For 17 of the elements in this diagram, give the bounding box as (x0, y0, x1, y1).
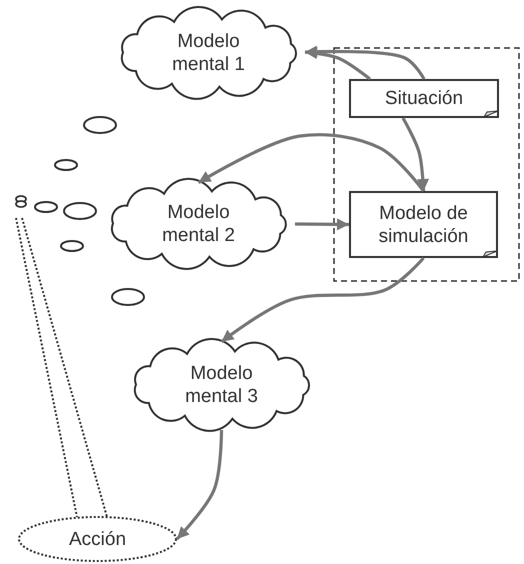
node-label: Modelo mental 3 (184, 362, 259, 408)
node-label: Situación (384, 87, 464, 110)
arrow (402, 117, 429, 192)
dotted-ellipse (18, 516, 177, 562)
arrow (304, 46, 426, 80)
arrow (304, 47, 371, 80)
note-box (349, 191, 498, 258)
arrow (220, 256, 425, 344)
node-label: Acción (68, 528, 126, 550)
node-label: Modelo de simulación (378, 202, 470, 248)
node-label: Modelo mental 2 (161, 201, 236, 247)
node-label: Modelo mental 1 (171, 30, 246, 76)
dashed-frame (333, 47, 520, 282)
arrow (294, 218, 350, 230)
arrow (198, 133, 425, 192)
note-box (349, 79, 499, 118)
arrow (176, 430, 224, 540)
